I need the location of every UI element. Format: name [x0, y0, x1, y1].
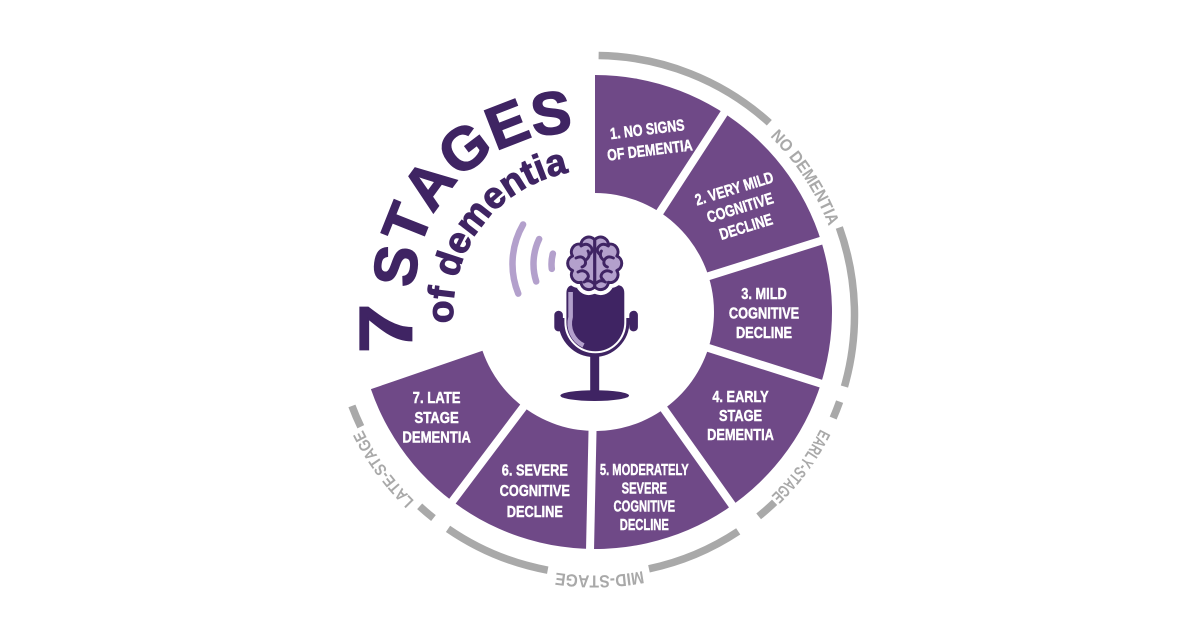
svg-text:-: - — [609, 571, 615, 591]
svg-text:G: G — [565, 570, 579, 591]
svg-text:A: A — [578, 571, 590, 592]
svg-text:E: E — [554, 568, 567, 589]
svg-text:of dementia: of dementia — [420, 140, 571, 323]
svg-text:S: S — [360, 241, 432, 290]
svg-text:M: M — [629, 567, 645, 589]
svg-text:T: T — [590, 571, 600, 591]
svg-text:7: 7 — [344, 303, 428, 353]
svg-text:S: S — [599, 571, 610, 591]
svg-text:D: D — [614, 570, 627, 591]
svg-text:I: I — [625, 569, 632, 589]
svg-text:S: S — [527, 78, 575, 149]
svg-text:I: I — [819, 206, 838, 218]
svg-text:3. MILDCOGNITIVEDECLINE: 3. MILDCOGNITIVEDECLINE — [729, 286, 800, 343]
